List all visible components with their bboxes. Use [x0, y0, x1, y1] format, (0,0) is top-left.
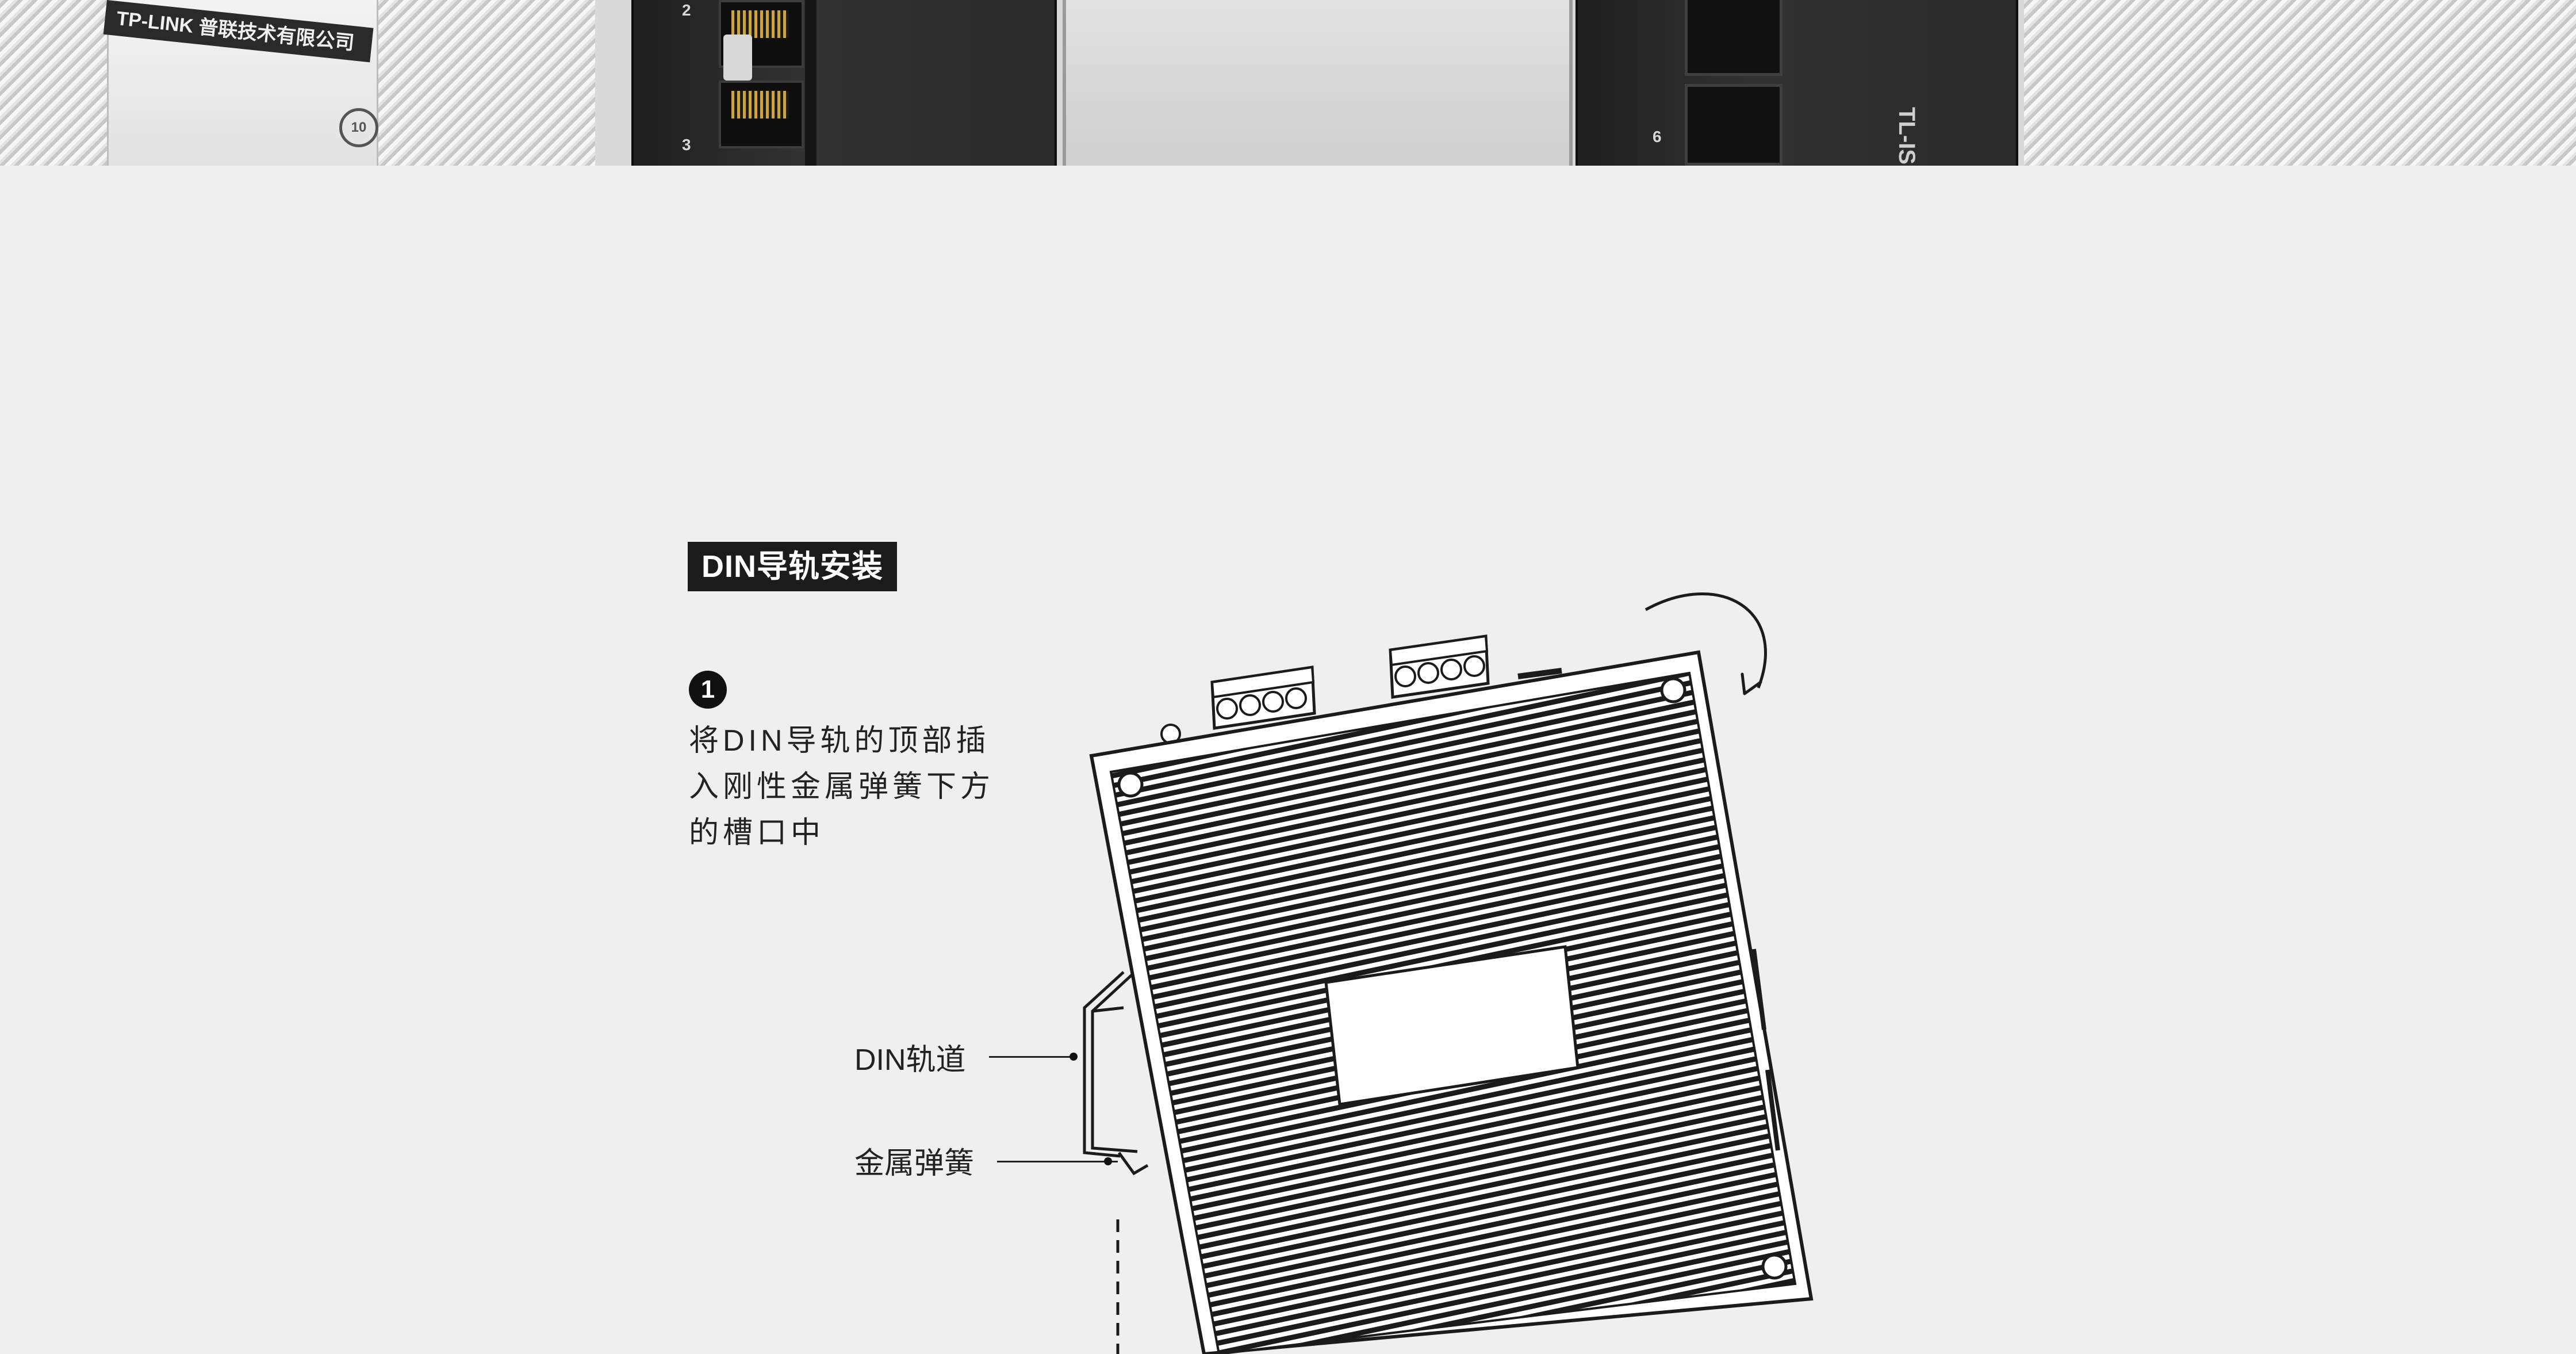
sfp-slot-icon	[1685, 84, 1782, 166]
metal-spring-icon	[1117, 1152, 1149, 1176]
mount-screw-icon	[1117, 771, 1144, 798]
mount-screw-icon	[1761, 1253, 1788, 1280]
metal-spring-leader-dot	[1104, 1157, 1112, 1165]
din-rail-leader-dot	[1070, 1053, 1078, 1061]
section-title-badge: DIN导轨安装	[688, 542, 897, 591]
mount-screw-icon	[1660, 677, 1686, 703]
side-bracket	[1751, 948, 1780, 1151]
port-latch	[723, 35, 752, 81]
front-panel-ethernet	[631, 0, 1057, 166]
front-panel-window	[1063, 0, 1573, 166]
heatsink-fins-right	[2024, 0, 2576, 166]
switch-device-body	[1089, 650, 1814, 1354]
port-number-3: 3	[682, 136, 691, 154]
din-rail-leader-line	[989, 1056, 1074, 1058]
rj45-port-icon	[719, 81, 804, 148]
front-panel-sfp	[1575, 0, 2018, 166]
certification-mark-icon: 10	[339, 108, 378, 147]
rotation-arrow-icon	[1644, 592, 1767, 695]
top-latch	[1517, 668, 1562, 679]
label-window	[1324, 945, 1580, 1106]
din-rail-label: DIN轨道	[854, 1043, 966, 1077]
din-rail-icon	[1083, 969, 1138, 1158]
port-number-2: 2	[682, 1, 691, 19]
step-number-icon: 1	[689, 671, 727, 709]
metal-spring-label: 金属弹簧	[854, 1147, 975, 1180]
panel-divider	[805, 0, 816, 166]
metal-spring-leader-line	[997, 1161, 1118, 1162]
port-number-6: 6	[1653, 128, 1662, 146]
power-terminal-block-2	[1389, 634, 1490, 699]
sfp-slot-icon	[1685, 0, 1782, 76]
product-photo-strip: TP-LINK 普联技术有限公司 10 2 3 6 TL-IS	[0, 0, 2576, 166]
step-instruction: 将DIN导轨的顶部插入刚性金属弹簧下方的槽口中	[689, 724, 995, 850]
power-terminal-block-1	[1210, 665, 1316, 730]
